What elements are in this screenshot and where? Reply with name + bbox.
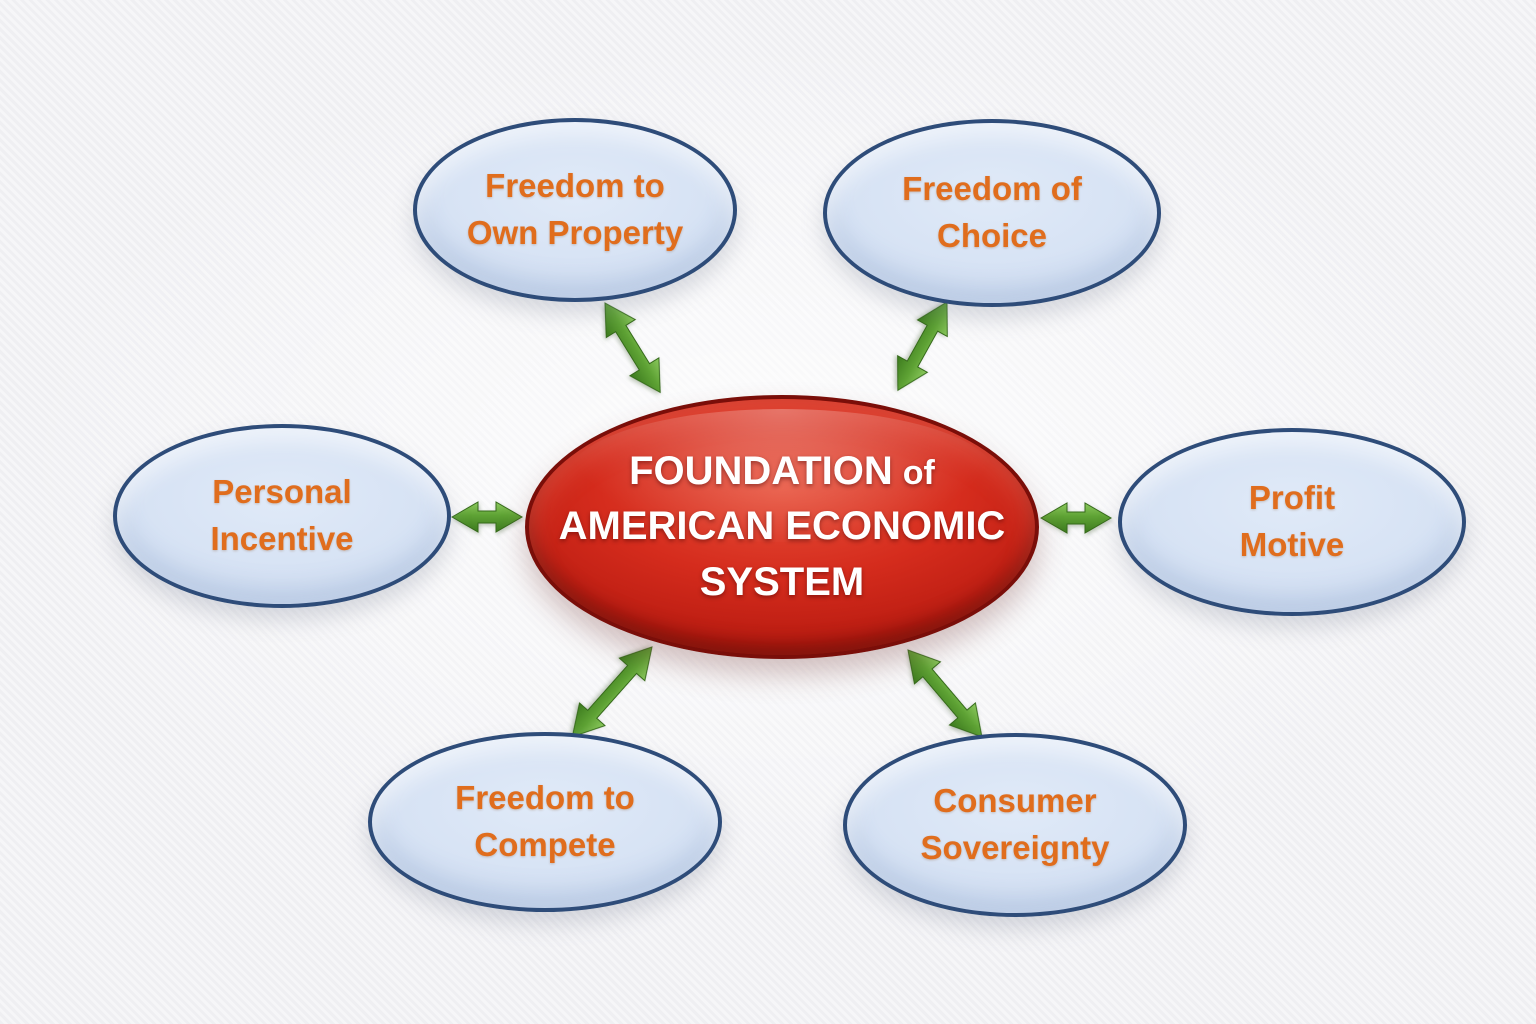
- node-label-line: Own Property: [466, 214, 684, 251]
- node-freedom-to-own-property: Freedom to Own Property: [413, 118, 737, 302]
- node-label-line: Freedom to: [455, 779, 635, 817]
- node-label-line: Incentive: [210, 520, 354, 557]
- center-title-connector: of: [902, 454, 935, 493]
- node-label-line: Freedom to: [485, 167, 665, 205]
- node-personal-incentive: Personal Incentive: [113, 424, 451, 608]
- node-freedom-of-choice: Freedom of Choice: [823, 119, 1161, 307]
- node-label-line: Compete: [474, 826, 616, 863]
- arrow-bottom-right: [907, 649, 983, 738]
- arrow-top-left: [604, 302, 661, 394]
- node-label-line: Choice: [936, 217, 1048, 254]
- arrow-right: [1039, 502, 1113, 534]
- node-label-line: Personal: [212, 473, 352, 511]
- node-label-line: Consumer: [933, 782, 1097, 820]
- center-title-line3: SYSTEM: [699, 559, 865, 604]
- node-label-line: Sovereignty: [920, 829, 1110, 866]
- node-label-line: Motive: [1239, 526, 1345, 563]
- arrow-top-right: [897, 301, 948, 392]
- node-consumer-sovereignty: Consumer Sovereignty: [843, 733, 1187, 917]
- center-title-line2: AMERICAN ECONOMIC: [558, 504, 1006, 549]
- node-label-line: Freedom of: [902, 170, 1082, 208]
- arrow-bottom-left: [571, 646, 653, 738]
- center-title-word: FOUNDATION: [629, 449, 893, 494]
- node-freedom-to-compete: Freedom to Compete: [368, 732, 722, 912]
- arrow-left: [450, 501, 524, 533]
- node-label-line: Profit: [1248, 479, 1336, 517]
- node-profit-motive: Profit Motive: [1118, 428, 1466, 616]
